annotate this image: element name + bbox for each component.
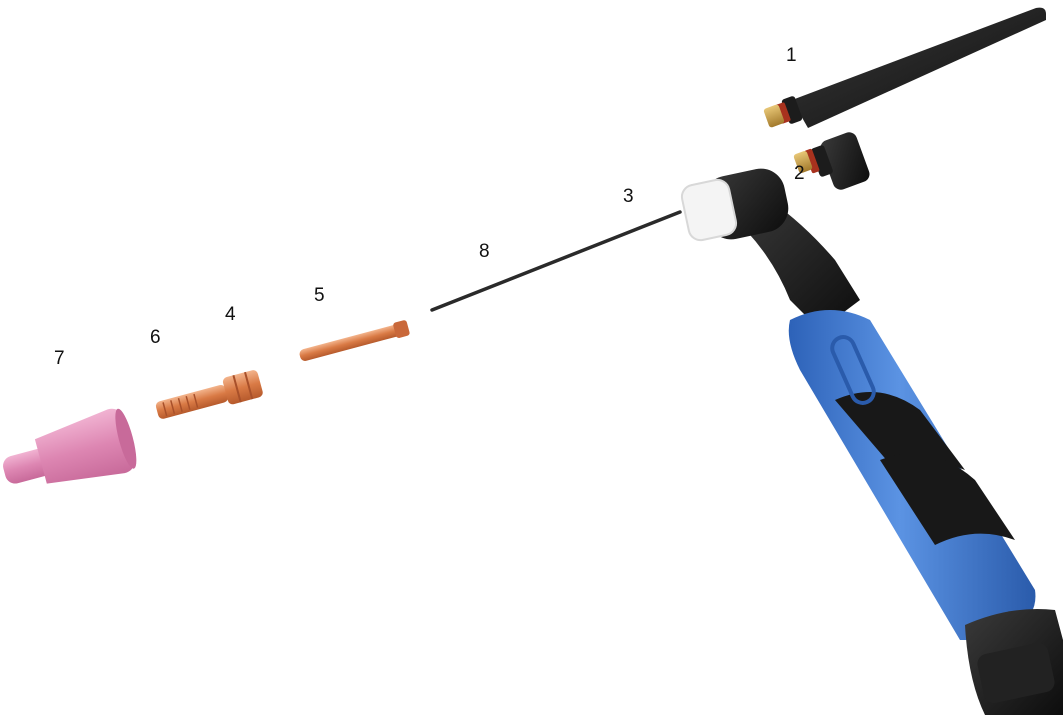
long-back-cap — [763, 8, 1046, 129]
callout-7-label: 7 — [54, 349, 65, 368]
callout-3-label: 3 — [623, 187, 634, 206]
heat-shield-insulator — [680, 178, 739, 243]
collet-body — [153, 369, 264, 424]
callout-8-label: 8 — [479, 242, 490, 261]
torch-handle — [730, 200, 1063, 715]
callout-5-label: 5 — [314, 286, 325, 305]
ceramic-nozzle-cup — [0, 405, 141, 503]
callout-4-label: 4 — [225, 305, 236, 324]
callout-6-label: 6 — [150, 328, 161, 347]
collet — [298, 320, 410, 364]
short-back-cap — [793, 130, 872, 192]
callout-1-label: 1 — [786, 46, 797, 65]
tungsten-electrode — [432, 212, 680, 310]
callout-2-label: 2 — [794, 164, 805, 183]
